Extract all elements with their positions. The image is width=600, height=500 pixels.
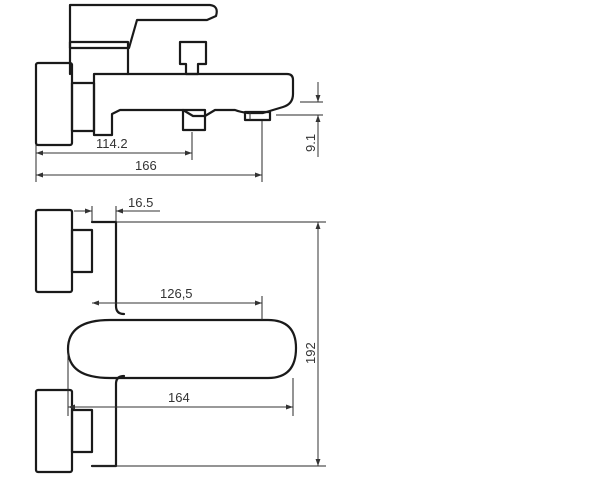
side-lever-handle [68, 3, 218, 50]
side-connector [70, 81, 96, 133]
side-body [92, 72, 295, 137]
side-diverter-knob [178, 40, 208, 76]
top-lever-oval [66, 318, 298, 380]
side-view: 114.2 166 9.1 [34, 3, 323, 182]
top-wall-flange-lower [34, 388, 74, 474]
top-connector-upper [70, 228, 94, 274]
side-bottom-outlet [181, 108, 207, 132]
dim-16-label: 16.5 [128, 195, 153, 210]
side-wall-flange [34, 61, 74, 147]
dim-166-label: 166 [135, 158, 157, 173]
top-wall-flange-upper [34, 208, 74, 294]
top-body-bar-lower [90, 374, 126, 468]
dim-164-label: 164 [168, 390, 190, 405]
dim-9-label: 9.1 [303, 134, 318, 152]
dim-114-label: 114.2 [96, 136, 128, 151]
top-view: 16.5 126,5 164 192 [34, 195, 326, 474]
dim-192-label: 192 [303, 342, 318, 364]
side-aerator [243, 110, 272, 122]
top-body-bar-upper [90, 220, 126, 316]
dim-126-label: 126,5 [160, 286, 193, 301]
side-cartridge [68, 40, 130, 76]
top-connector-lower [70, 408, 94, 454]
